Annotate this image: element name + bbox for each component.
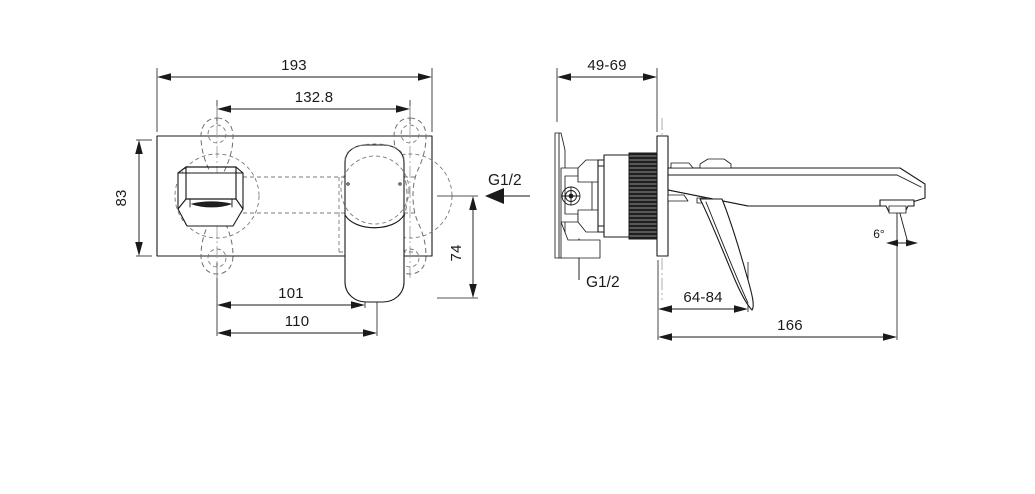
threaded-section [628,152,659,240]
dimension-label-49-69: 49-69 [587,57,626,74]
dimension-wall-depth-range: 49-69 [557,57,657,81]
callout-inlet-left: G1/2 [485,172,530,204]
dimension-width-overall: 193 [157,57,432,81]
rear-mounting-bracket [554,132,601,259]
dimension-label-83: 83 [113,189,130,206]
spout-body-side [667,158,926,207]
dimension-lever-span: 110 [217,313,377,337]
dimension-label-6-deg: 6° [873,227,885,241]
front-elevation-view: 193 132.8 83 74 101 [113,57,530,337]
dimension-height-overall: 83 [113,140,143,256]
dimension-lever-offset: 101 [217,285,365,309]
dimension-label-74: 74 [448,244,465,261]
dimension-spout-projection: 166 [658,317,897,341]
hidden-bracket-left [174,117,260,275]
dimension-label-166: 166 [777,317,803,334]
dimension-label-132-8: 132.8 [295,89,334,106]
lever-handle-front [340,143,410,303]
dimension-handle-height: 74 [448,196,477,298]
side-elevation-view: 49-69 64-84 166 6° G1 [554,57,926,341]
dimension-label-110: 110 [285,313,310,330]
escutcheon-plate-side [656,135,669,257]
dimension-label-64-84: 64-84 [683,289,722,306]
dimension-label-193: 193 [281,57,307,74]
callout-label-g12-left: G1/2 [488,172,522,189]
dimension-label-101: 101 [278,285,304,302]
spout-outlet-aerator [879,199,915,214]
cartridge-body [597,154,631,238]
dimension-lever-reach: 64-84 [658,289,748,313]
lever-handle-side [699,198,754,311]
spout-base-front [177,166,244,227]
callout-label-g12-bottom: G1/2 [586,274,620,291]
dimension-fixing-centres: 132.8 [217,89,410,113]
